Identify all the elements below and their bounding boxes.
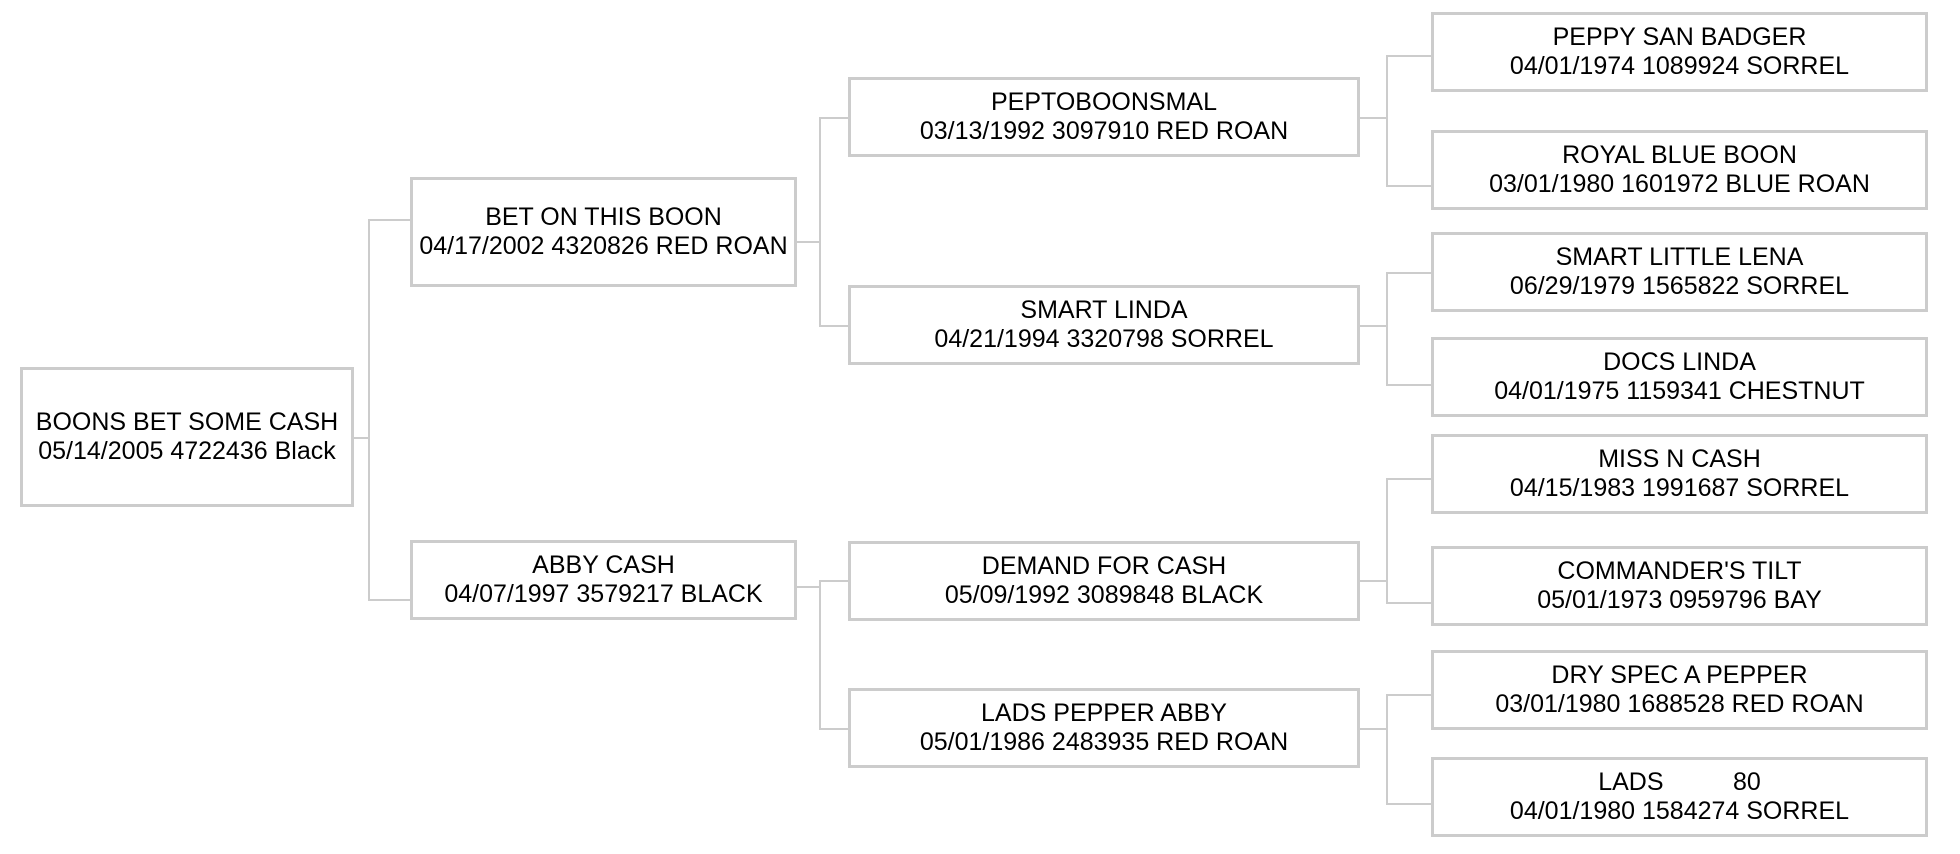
connector-dam-children-bracket	[819, 580, 821, 728]
node-sire-dam-dam[interactable]: DOCS LINDA 04/01/1975 1159341 CHESTNUT	[1431, 337, 1928, 417]
connector-dam-stem	[797, 586, 819, 588]
connector-sire-sire-children-bracket	[1386, 55, 1388, 185]
connector-dam-sire-children-bracket	[1386, 478, 1388, 602]
connector-to-sire-dam	[819, 325, 848, 327]
node-dam-dam-details: 05/01/1986 2483935 RED ROAN	[919, 728, 1289, 756]
connector-gen1-bracket	[368, 219, 370, 599]
node-dam-dam-sire-name: DRY SPEC A PEPPER	[1551, 660, 1808, 689]
node-sire-dam-sire-details: 06/29/1979 1565822 SORREL	[1509, 272, 1850, 300]
node-root-details: 05/14/2005 4722436 Black	[38, 437, 336, 465]
connector-to-sire	[368, 219, 410, 221]
node-dam-dam-name: LADS PEPPER ABBY	[981, 698, 1227, 727]
node-dam-sire-name: DEMAND FOR CASH	[981, 551, 1227, 580]
node-dam-sire-sire-details: 04/15/1983 1991687 SORREL	[1509, 474, 1850, 502]
connector-root-stem	[354, 437, 368, 439]
node-sire-sire-dam[interactable]: ROYAL BLUE BOON 03/01/1980 1601972 BLUE …	[1431, 130, 1928, 210]
connector-to-lads-80	[1386, 803, 1431, 805]
connector-to-miss-n-cash	[1386, 478, 1431, 480]
node-sire-name: BET ON THIS BOON	[485, 202, 722, 231]
connector-to-royal-blue-boon	[1386, 185, 1431, 187]
node-sire-sire-sire-name: PEPPY SAN BADGER	[1552, 22, 1807, 51]
node-dam-sire-dam-name: COMMANDER'S TILT	[1557, 556, 1802, 585]
node-sire-sire-dam-details: 03/01/1980 1601972 BLUE ROAN	[1489, 170, 1870, 198]
node-sire-sire-sire-details: 04/01/1974 1089924 SORREL	[1509, 52, 1850, 80]
node-sire-sire-sire[interactable]: PEPPY SAN BADGER 04/01/1974 1089924 SORR…	[1431, 12, 1928, 92]
connector-to-commanders-tilt	[1386, 602, 1431, 604]
node-sire-sire-name: PEPTOBOONSMAL	[991, 87, 1217, 116]
node-dam-sire-dam[interactable]: COMMANDER'S TILT 05/01/1973 0959796 BAY	[1431, 546, 1928, 626]
node-dam-sire-sire-name: MISS N CASH	[1598, 444, 1761, 473]
node-dam-dam-sire-details: 03/01/1980 1688528 RED ROAN	[1495, 690, 1864, 718]
node-dam-name: ABBY CASH	[532, 550, 675, 579]
node-sire[interactable]: BET ON THIS BOON 04/17/2002 4320826 RED …	[410, 177, 797, 287]
node-dam-dam-dam-details: 04/01/1980 1584274 SORREL	[1509, 797, 1850, 825]
node-dam-sire-dam-details: 05/01/1973 0959796 BAY	[1537, 586, 1822, 614]
node-dam-dam-sire[interactable]: DRY SPEC A PEPPER 03/01/1980 1688528 RED…	[1431, 650, 1928, 730]
connector-to-dry-spec-a-pepper	[1386, 694, 1431, 696]
node-sire-dam[interactable]: SMART LINDA 04/21/1994 3320798 SORREL	[848, 285, 1360, 365]
connector-sire-dam-children-bracket	[1386, 272, 1388, 384]
connector-to-peppy-san-badger	[1386, 55, 1431, 57]
node-dam-dam-dam-name: LADS 80	[1598, 767, 1761, 796]
node-dam-sire-sire[interactable]: MISS N CASH 04/15/1983 1991687 SORREL	[1431, 434, 1928, 514]
connector-to-dam	[368, 599, 410, 601]
connector-to-dam-sire	[819, 580, 848, 582]
connector-sire-sire-stem	[1360, 117, 1386, 119]
node-sire-dam-details: 04/21/1994 3320798 SORREL	[934, 325, 1274, 353]
node-sire-sire-dam-name: ROYAL BLUE BOON	[1562, 140, 1797, 169]
connector-sire-dam-stem	[1360, 325, 1386, 327]
node-dam-sire-details: 05/09/1992 3089848 BLACK	[944, 581, 1264, 609]
node-sire-dam-dam-name: DOCS LINDA	[1603, 347, 1756, 376]
connector-dam-dam-stem	[1360, 728, 1386, 730]
node-sire-details: 04/17/2002 4320826 RED ROAN	[419, 232, 788, 260]
connector-to-dam-dam	[819, 728, 848, 730]
connector-sire-children-bracket	[819, 117, 821, 325]
connector-to-sire-sire	[819, 117, 848, 119]
node-sire-sire[interactable]: PEPTOBOONSMAL 03/13/1992 3097910 RED ROA…	[848, 77, 1360, 157]
node-sire-dam-name: SMART LINDA	[1020, 295, 1188, 324]
node-dam-dam-dam[interactable]: LADS 80 04/01/1980 1584274 SORREL	[1431, 757, 1928, 837]
node-dam-sire[interactable]: DEMAND FOR CASH 05/09/1992 3089848 BLACK	[848, 541, 1360, 621]
connector-dam-dam-children-bracket	[1386, 694, 1388, 803]
node-root-name: BOONS BET SOME CASH	[35, 407, 339, 436]
node-sire-dam-sire-name: SMART LITTLE LENA	[1555, 242, 1804, 271]
node-dam-dam[interactable]: LADS PEPPER ABBY 05/01/1986 2483935 RED …	[848, 688, 1360, 768]
node-sire-dam-dam-details: 04/01/1975 1159341 CHESTNUT	[1494, 377, 1865, 405]
node-sire-sire-details: 03/13/1992 3097910 RED ROAN	[919, 117, 1289, 145]
connector-to-smart-little-lena	[1386, 272, 1431, 274]
node-root[interactable]: BOONS BET SOME CASH 05/14/2005 4722436 B…	[20, 367, 354, 507]
connector-sire-stem	[797, 241, 819, 243]
node-dam[interactable]: ABBY CASH 04/07/1997 3579217 BLACK	[410, 540, 797, 620]
connector-to-docs-linda	[1386, 384, 1431, 386]
node-sire-dam-sire[interactable]: SMART LITTLE LENA 06/29/1979 1565822 SOR…	[1431, 232, 1928, 312]
connector-dam-sire-stem	[1360, 580, 1386, 582]
node-dam-details: 04/07/1997 3579217 BLACK	[444, 580, 763, 608]
